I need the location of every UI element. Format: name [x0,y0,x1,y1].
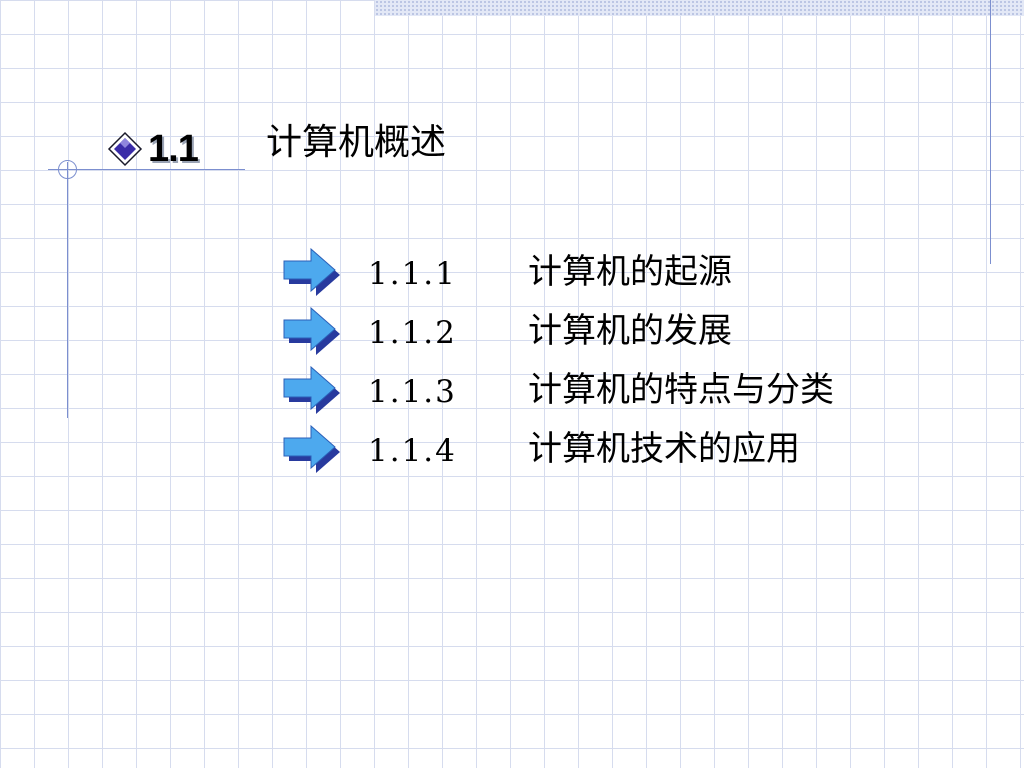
rule-circle-ornament [58,160,77,179]
right-arrow-icon [283,425,340,473]
section-title: 计算机概述 [266,122,447,163]
list-item: 1.1.4 计算机技术的应用 [280,425,920,481]
left-vertical-rule [67,162,68,418]
item-number: 1.1.1 [368,256,457,292]
right-vertical-rule [990,0,991,264]
item-number: 1.1.4 [368,433,457,469]
item-label: 计算机的起源 [528,252,732,292]
item-number: 1.1.3 [368,374,457,410]
right-arrow-icon [283,248,340,296]
item-label: 计算机的发展 [528,311,732,351]
item-number: 1.1.2 [368,315,457,351]
right-arrow-icon [283,307,340,355]
list-item: 1.1.1 计算机的起源 [280,248,920,304]
item-label: 计算机的特点与分类 [528,370,834,410]
title-underline-rule [48,169,245,170]
right-arrow-icon [283,366,340,414]
section-number: 1.1 [148,128,199,170]
list-item: 1.1.2 计算机的发展 [280,307,920,363]
list-item: 1.1.3 计算机的特点与分类 [280,366,920,422]
item-label: 计算机技术的应用 [528,429,800,469]
diamond-icon [107,131,143,167]
top-decorative-band [375,0,1024,16]
